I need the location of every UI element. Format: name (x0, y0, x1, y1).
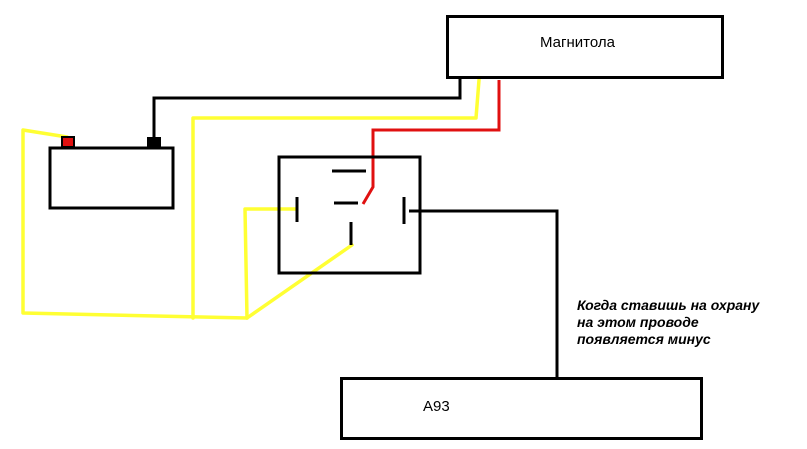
head-unit-box (446, 15, 724, 79)
black-wire-relay-to-alarm (409, 209, 559, 378)
battery (48, 136, 175, 210)
annotation-line-1: Когда ставишь на охрану (577, 297, 760, 313)
head-unit-label: Магнитола (540, 34, 615, 51)
battery-positive-terminal (61, 136, 75, 148)
annotation-line-3: появляется минус (577, 331, 711, 347)
battery-body (48, 146, 175, 210)
annotation-line-2: на этом проводе (577, 314, 699, 330)
yellow-wire-head-unit (191, 78, 481, 320)
black-wires (152, 78, 559, 378)
yellow-wire-battery-positive (21, 128, 249, 320)
black-wire-battery-to-head-unit (152, 78, 462, 137)
yellow-wire-relay-pin-bottom (245, 243, 354, 320)
relay-body (277, 155, 422, 275)
red-wire-head-unit-to-relay (361, 80, 501, 205)
alarm-unit-label: А93 (423, 398, 450, 415)
relay (277, 155, 422, 275)
battery-negative-terminal (147, 137, 161, 148)
annotation-note: Когда ставишь на охрану на этом проводе … (577, 297, 759, 348)
alarm-unit-box (340, 377, 703, 440)
